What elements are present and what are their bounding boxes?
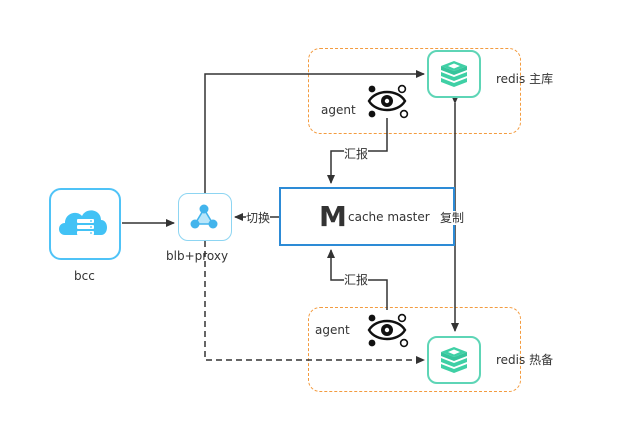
master-letter: M xyxy=(319,200,347,233)
blb-proxy-node xyxy=(178,193,232,241)
network-hub-icon xyxy=(190,204,218,229)
report-top-label: 汇报 xyxy=(344,147,369,161)
report-bottom-label: 汇报 xyxy=(344,273,369,287)
switch-label: 切换 xyxy=(246,211,271,225)
redis-standby-label: redis 热备 xyxy=(496,353,554,367)
bcc-label: bcc xyxy=(74,269,95,283)
redis-primary-group xyxy=(308,48,521,134)
redis-stack-icon xyxy=(441,347,467,373)
redis-stack-icon xyxy=(441,61,467,87)
bcc-node xyxy=(49,188,121,260)
redis-primary-label: redis 主库 xyxy=(496,72,554,86)
edge-blb-redis-standby xyxy=(204,241,425,364)
redis-standby-node xyxy=(427,336,481,384)
master-label: cache master xyxy=(348,210,430,224)
cache-master-node: M cache master xyxy=(279,187,455,246)
agent-top-label: agent xyxy=(321,103,356,117)
cloud-server-icon xyxy=(59,210,107,235)
edge-blb-redis-primary xyxy=(204,70,425,193)
blb-proxy-label: blb+proxy xyxy=(166,249,229,263)
eye-icon xyxy=(367,84,409,119)
eye-icon xyxy=(367,313,409,348)
replicate-label: 复制 xyxy=(440,211,465,225)
redis-primary-node xyxy=(427,50,481,98)
redis-standby-group xyxy=(308,307,521,392)
agent-bottom-label: agent xyxy=(315,323,350,337)
